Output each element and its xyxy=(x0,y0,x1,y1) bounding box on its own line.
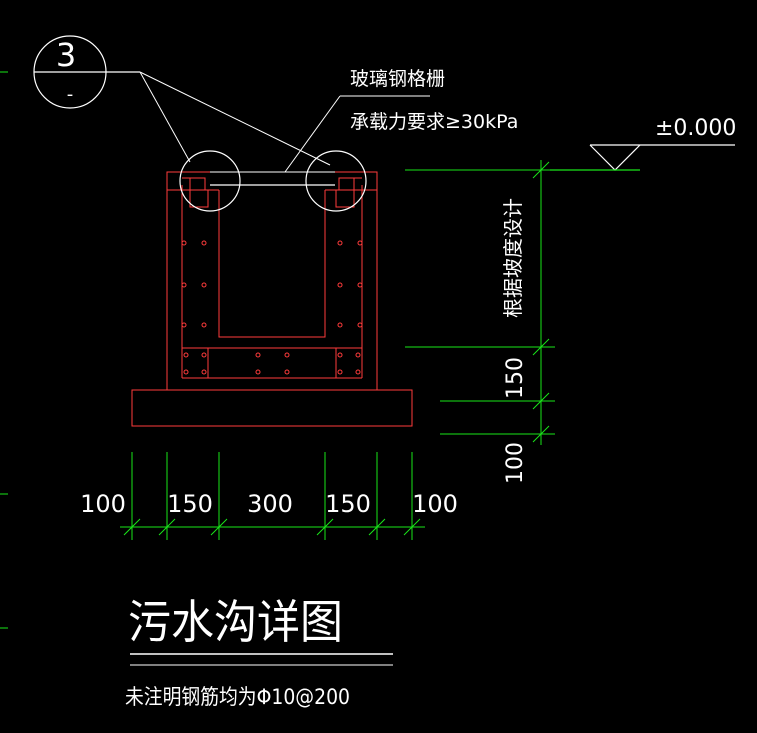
dim-h-5: 100 xyxy=(412,490,458,518)
rebar-dots xyxy=(181,240,363,375)
elevation-marker xyxy=(550,144,735,171)
callout-leaders xyxy=(139,71,331,166)
left-edge-ticks xyxy=(0,71,8,629)
elevation-label: ±0.000 xyxy=(655,116,736,141)
callout-sheet: - xyxy=(67,84,74,105)
dim-base-label: 150 xyxy=(503,357,528,399)
vertical-dimension-chain xyxy=(405,160,555,445)
dim-h-2: 150 xyxy=(167,490,213,518)
drawing-title: 污水沟详图 xyxy=(128,595,343,649)
dim-depth-label: 根据坡度设计 xyxy=(501,198,525,318)
grate-note-leader xyxy=(284,95,430,173)
detail-circles xyxy=(179,150,367,212)
dim-h-1: 100 xyxy=(80,490,126,518)
trench-section xyxy=(131,171,413,427)
horizontal-dimension-chain xyxy=(120,452,425,540)
grate-note-line1: 玻璃钢格栅 xyxy=(350,68,445,90)
dim-h-3: 300 xyxy=(247,490,293,518)
dim-h-4: 150 xyxy=(325,490,371,518)
dim-cushion-label: 100 xyxy=(503,442,528,484)
rebar-note: 未注明钢筋均为Φ10@200 xyxy=(125,685,350,709)
grate-note-line2: 承载力要求≥30kPa xyxy=(350,111,518,133)
callout-number: 3 xyxy=(56,36,76,74)
detail-callout: 3 - xyxy=(33,35,140,109)
